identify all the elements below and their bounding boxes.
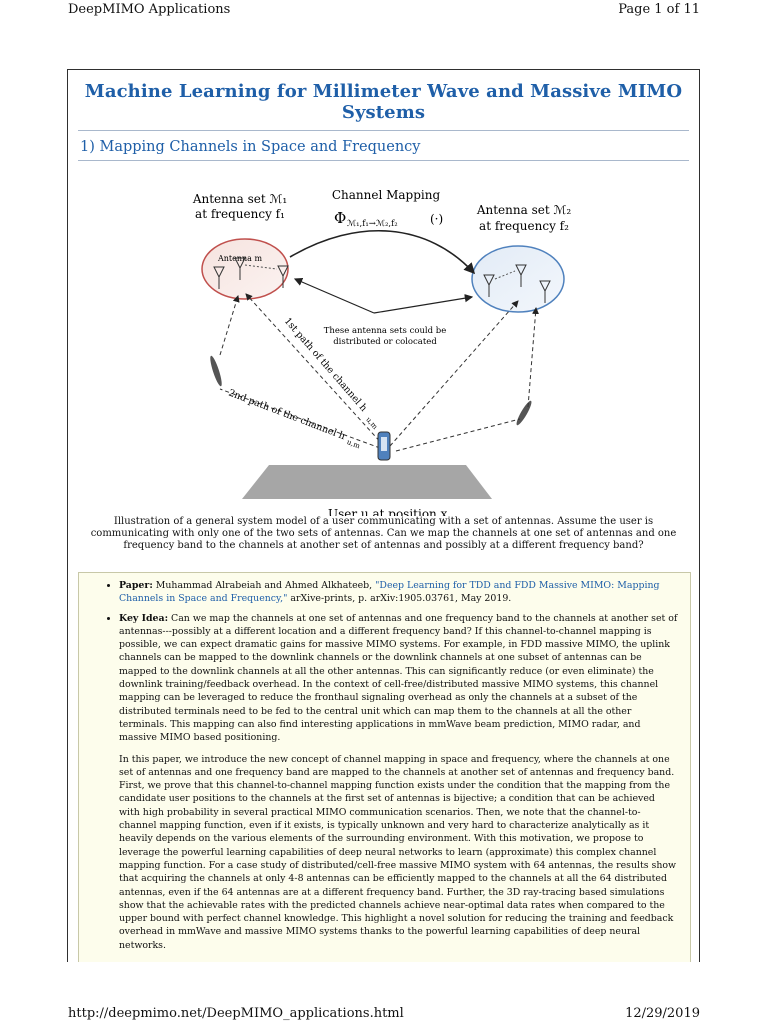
- antenna-set-1-elements: [213, 257, 289, 289]
- antenna-set-2-label: Antenna set ℳ₂: [476, 203, 571, 217]
- page-number: Page 1 of 11: [618, 2, 700, 17]
- antenna-set-2-freq: at frequency f₂: [479, 219, 569, 233]
- antenna-set-1-ellipse: [201, 238, 289, 300]
- paper-authors: Muhammad Alrabeiah and Ahmed Alkhateeb,: [152, 580, 376, 591]
- footer-url[interactable]: http://deepmimo.net/DeepMIMO_application…: [68, 1006, 404, 1021]
- note-arrow-left: [293, 277, 375, 314]
- list-item: Key Idea: Can we map the channels at one…: [119, 612, 678, 952]
- key-idea-text: Can we map the channels at one set of an…: [119, 612, 678, 744]
- svg-text:u: u: [462, 514, 467, 516]
- header-title: DeepMIMO Applications: [68, 2, 231, 17]
- page-title: Machine Learning for Millimeter Wave and…: [84, 81, 683, 123]
- svg-text:ℳ₁,f₁→ℳ₂,f₂: ℳ₁,f₁→ℳ₂,f₂: [347, 219, 398, 229]
- propagation-paths: [219, 293, 540, 452]
- sets-note-line1: These antenna sets could be: [324, 326, 447, 336]
- channel-mapping-label: Channel Mapping: [332, 188, 441, 202]
- system-model-diagram: Antenna set ℳ₁ at frequency f₁ Channel M…: [192, 188, 571, 516]
- path2-label: 2nd path of the channel h u,m: [227, 388, 361, 451]
- antenna-set-1-label: Antenna set ℳ₁: [192, 192, 287, 206]
- paper-link[interactable]: "Deep Learning for TDD and FDD Massive M…: [119, 580, 660, 605]
- antenna-set-2-elements: [483, 264, 551, 303]
- channel-mapping-formula: Φ ℳ₁,f₁→ℳ₂,f₂ (·): [334, 209, 443, 229]
- note-arrow-right: [373, 294, 474, 314]
- svg-text:u,m: u,m: [364, 416, 379, 432]
- user-label: User u at position x: [328, 507, 448, 516]
- paper-summary-box: Paper: Muhammad Alrabeiah and Ahmed Alkh…: [78, 572, 691, 962]
- figure-caption: Illustration of a general system model o…: [90, 516, 677, 551]
- paper-details-list: Paper: Muhammad Alrabeiah and Ahmed Alkh…: [79, 573, 690, 952]
- sets-note-line2: distributed or colocated: [333, 337, 437, 347]
- svg-text:Φ: Φ: [334, 209, 346, 227]
- title-divider: [78, 130, 689, 131]
- paper-venue: arXive-prints, p. arXiv:1905.03761, May …: [287, 593, 512, 605]
- svg-text:(·): (·): [430, 212, 443, 226]
- svg-text:2nd path of the channel h: 2nd path of the channel h: [227, 388, 347, 443]
- paper-label: Paper:: [119, 580, 153, 591]
- antenna-set-2-ellipse: [471, 245, 565, 313]
- reflector-left: [210, 355, 222, 387]
- channel-mapping-arrow: [289, 230, 476, 275]
- ground-plane: [242, 465, 492, 499]
- key-idea-label: Key Idea:: [119, 612, 169, 624]
- section-heading: 1) Mapping Channels in Space and Frequen…: [80, 139, 421, 155]
- content-frame: Machine Learning for Millimeter Wave and…: [67, 69, 700, 962]
- abstract-paragraph: In this paper, we introduce the new conc…: [119, 753, 677, 951]
- system-model-figure: Antenna set ℳ₁ at frequency f₁ Channel M…: [68, 161, 699, 516]
- footer-date: 12/29/2019: [625, 1006, 700, 1021]
- list-item: Paper: Muhammad Alrabeiah and Ahmed Alkh…: [119, 579, 678, 606]
- reflector-right: [516, 400, 532, 426]
- section-divider: [78, 160, 689, 161]
- antenna-set-1-freq: at frequency f₁: [195, 207, 285, 221]
